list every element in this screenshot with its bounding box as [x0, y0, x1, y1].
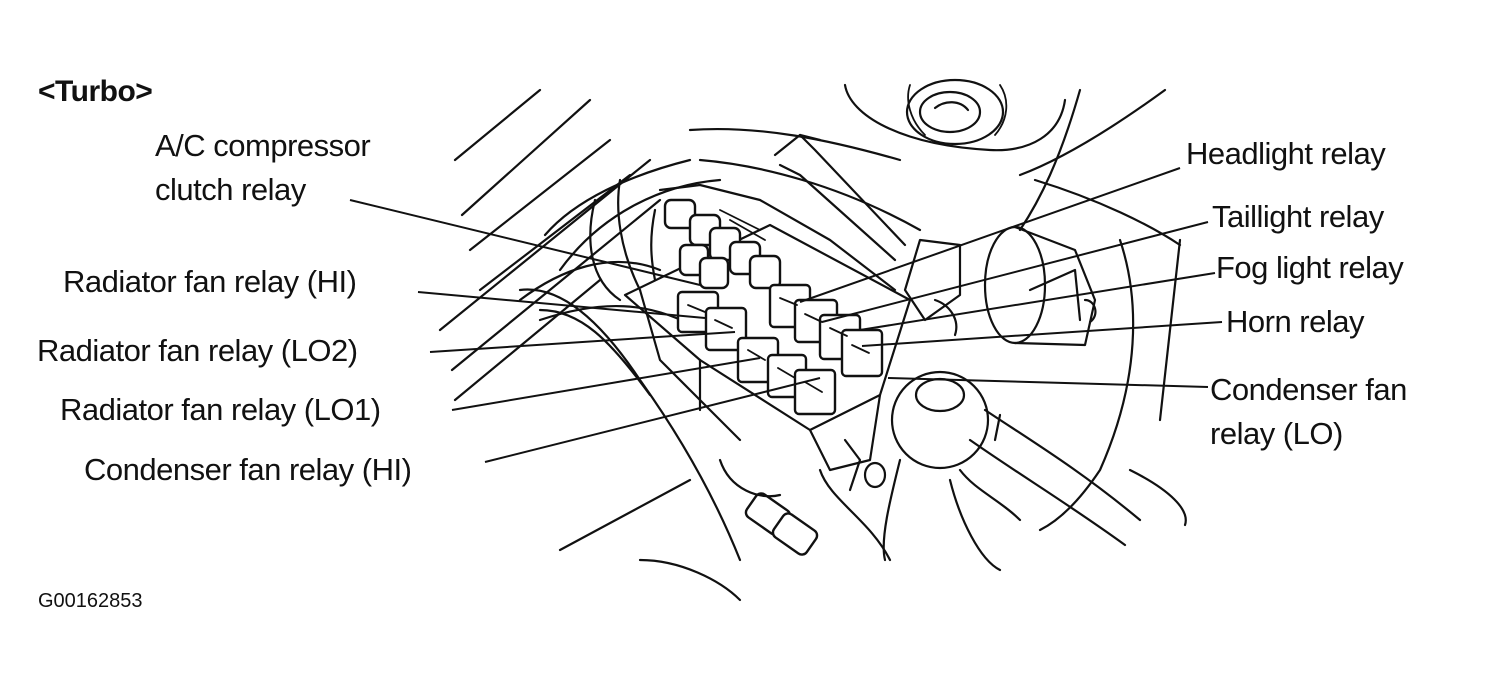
connector-stack: [663, 198, 782, 290]
label-fog-light-relay: Fog light relay: [1216, 250, 1404, 285]
label-taillight-relay: Taillight relay: [1212, 199, 1384, 234]
leader-condenser-fan-hi: [484, 377, 821, 463]
figure-code: G00162853: [38, 590, 143, 612]
lower-harness: [518, 288, 1002, 602]
body-panel-hatching: [438, 88, 662, 402]
label-horn-relay: Horn relay: [1226, 304, 1365, 339]
label-ac-compressor-clutch-relay-line1: A/C compressor: [155, 128, 371, 163]
reservoir: [903, 225, 1097, 347]
leader-headlight: [799, 167, 1181, 303]
leader-fog-light: [859, 272, 1216, 331]
leader-lines: [349, 167, 1223, 463]
leader-ac-compressor: [349, 199, 701, 286]
leader-radiator-fan-hi: [417, 291, 706, 319]
mounting-bracket: [773, 133, 907, 262]
fender-contours: [518, 83, 1187, 532]
label-condenser-fan-relay-lo-line1: Condenser fan: [1210, 372, 1407, 407]
label-radiator-fan-relay-hi: Radiator fan relay (HI): [63, 264, 357, 299]
filler-cap: [905, 78, 1008, 146]
leader-horn: [861, 321, 1223, 347]
label-headlight-relay: Headlight relay: [1186, 136, 1386, 171]
label-condenser-fan-relay-lo-line2: relay (LO): [1210, 416, 1343, 451]
label-ac-compressor-clutch-relay-line2: clutch relay: [155, 172, 306, 207]
leader-radiator-fan-lo2: [429, 331, 736, 353]
label-radiator-fan-relay-lo1: Radiator fan relay (LO1): [60, 392, 381, 427]
leader-taillight: [821, 221, 1209, 323]
leader-condenser-fan-lo: [887, 377, 1209, 388]
diagram-title: <Turbo>: [38, 75, 153, 108]
leader-radiator-fan-lo1: [451, 357, 761, 411]
relay-box: [589, 178, 912, 472]
relay-blocks: [676, 283, 884, 416]
label-radiator-fan-relay-lo2: Radiator fan relay (LO2): [37, 333, 358, 368]
label-condenser-fan-relay-hi: Condenser fan relay (HI): [84, 452, 412, 487]
